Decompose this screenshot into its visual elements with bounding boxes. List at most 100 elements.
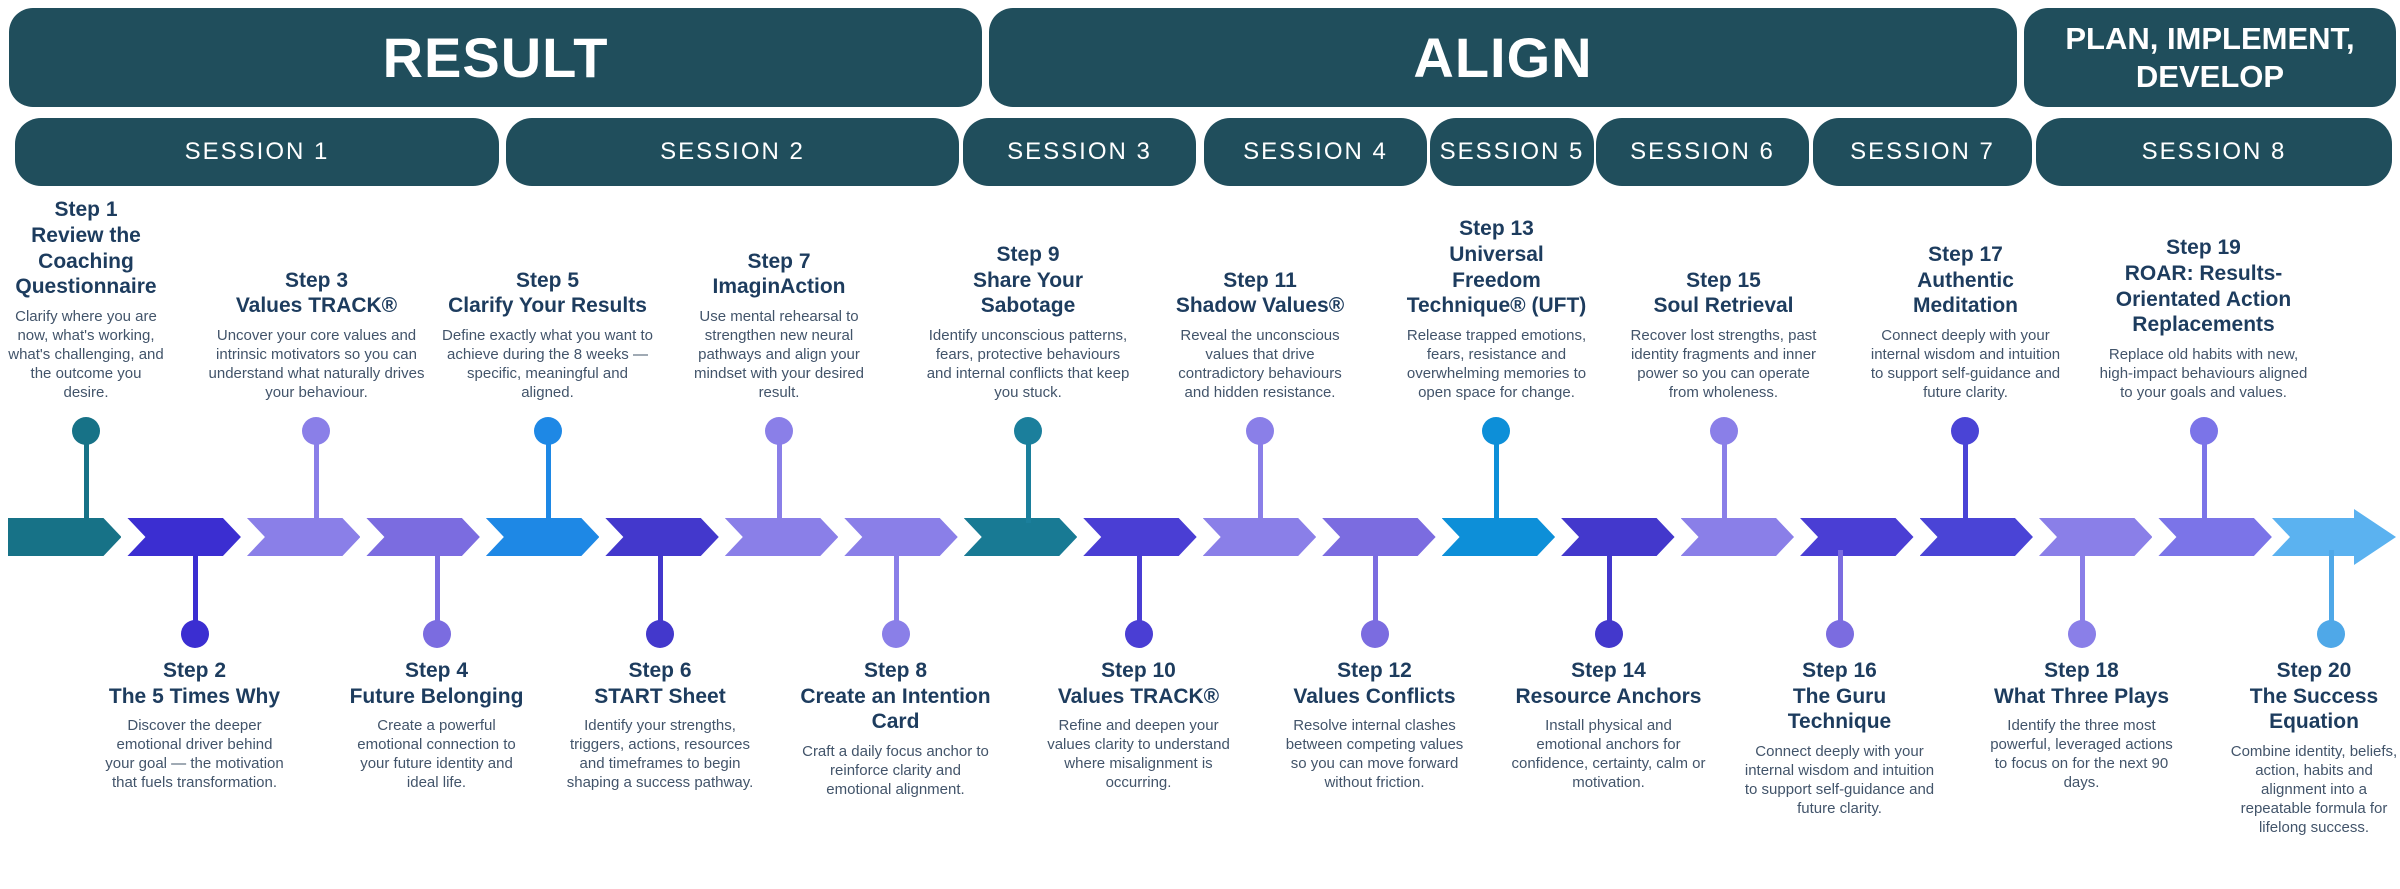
step-5-description: Define exactly what you want to achieve … (442, 326, 653, 401)
step-17-title: Authentic Meditation (1913, 268, 2018, 318)
step-16-marker (1826, 620, 1854, 648)
step-11-title: Shadow Values® (1175, 294, 1345, 318)
timeline-segment (964, 518, 1077, 556)
step-19-description: Replace old habits with new, high-impact… (2099, 345, 2308, 401)
step-15-marker (1710, 417, 1738, 445)
step-20-connector (2329, 550, 2334, 634)
timeline-segment (8, 518, 121, 556)
step-19: Step 19 ROAR: Results-Orientated Action … (2096, 192, 2311, 402)
step-15-title: Soul Retrieval (1653, 294, 1794, 318)
session-6-label: SESSION 6 (1630, 138, 1775, 165)
session-1-label: SESSION 1 (184, 138, 330, 165)
step-20-marker (2317, 620, 2345, 648)
step-9: Step 9 Share Your Sabotage Identify unco… (923, 192, 1133, 402)
step-9-label: Step 9 (996, 242, 1060, 266)
step-10-connector (1137, 550, 1142, 634)
timeline-arrowhead (2272, 509, 2396, 565)
session-4: SESSION 4 (1204, 118, 1427, 186)
step-12-connector (1373, 550, 1378, 634)
session-1: SESSION 1 (15, 118, 499, 186)
step-11-label: Step 11 (1223, 268, 1297, 292)
step-1-description: Clarify where you are now, what's workin… (8, 307, 164, 401)
step-13-title: Universal Freedom Technique® (UFT) (1406, 242, 1587, 318)
step-9-marker (1014, 417, 1042, 445)
step-3-title: Values TRACK® (235, 294, 398, 318)
session-5-label: SESSION 5 (1439, 138, 1585, 165)
step-11: Step 11 Shadow Values® Reveal the uncons… (1165, 192, 1355, 402)
step-17-marker (1951, 417, 1979, 445)
session-7: SESSION 7 (1813, 118, 2032, 186)
step-4-label: Step 4 (404, 659, 469, 682)
step-11-connector (1258, 431, 1263, 523)
step-15-label: Step 15 (1686, 268, 1761, 292)
step-7-title: ImaginAction (712, 275, 846, 299)
step-6-marker (646, 620, 674, 648)
step-7-description: Use mental rehearsal to strengthen new n… (693, 307, 865, 401)
step-9-description: Identify unconscious patterns, fears, pr… (926, 326, 1130, 401)
step-12-label: Step 12 (1337, 659, 1412, 682)
step-5-title: Clarify Your Results (448, 294, 647, 318)
timeline-segment (2039, 518, 2152, 556)
session-5: SESSION 5 (1430, 118, 1594, 186)
session-2: SESSION 2 (506, 118, 959, 186)
step-13-description: Release trapped emotions, fears, resista… (1406, 326, 1587, 401)
step-5: Step 5 Clarify Your Results Define exact… (440, 192, 655, 402)
step-12-description: Resolve internal clashes between competi… (1285, 717, 1464, 792)
step-5-label: Step 5 (515, 268, 580, 292)
step-1-connector (84, 431, 89, 523)
step-13: Step 13 Universal Freedom Technique® (UF… (1404, 192, 1589, 402)
step-17: Step 17 Authentic Meditation Connect dee… (1868, 192, 2063, 402)
session-8: SESSION 8 (2036, 118, 2392, 186)
session-3-label: SESSION 3 (1007, 138, 1152, 165)
step-6-description: Identify your strengths, triggers, actio… (566, 717, 754, 792)
step-14-marker (1595, 620, 1623, 648)
step-12-title: Values Conflicts (1293, 684, 1456, 708)
step-8-connector (894, 550, 899, 634)
step-18-marker (2068, 620, 2096, 648)
step-13-connector (1494, 431, 1499, 523)
step-7: Step 7 ImaginAction Use mental rehearsal… (679, 192, 879, 402)
step-14-description: Install physical and emotional anchors f… (1511, 717, 1706, 792)
step-18-label: Step 18 (2044, 659, 2119, 682)
timeline-segment (1442, 518, 1555, 556)
step-16-connector (1838, 550, 1843, 634)
step-3-connector (314, 431, 319, 523)
step-7-connector (777, 431, 782, 523)
step-10-marker (1125, 620, 1153, 648)
step-4-title: Future Belonging (349, 684, 524, 708)
step-12: Step 12 Values Conflicts Resolve interna… (1282, 658, 1467, 792)
step-14: Step 14 Resource Anchors Install physica… (1511, 658, 1706, 792)
step-2-connector (193, 550, 198, 634)
timeline-segment (247, 518, 360, 556)
step-4-description: Create a powerful emotional connection t… (357, 717, 516, 792)
step-20: Step 20 The Success Equation Combine ide… (2230, 658, 2398, 837)
step-15-description: Recover lost strengths, past identity fr… (1630, 326, 1817, 401)
step-7-marker (765, 417, 793, 445)
timeline-segment (1681, 518, 1794, 556)
step-20-label: Step 20 (2276, 659, 2352, 682)
step-17-connector (1963, 431, 1968, 523)
step-16: Step 16 The Guru Technique Connect deepl… (1742, 658, 1937, 818)
step-8-marker (882, 620, 910, 648)
step-10-label: Step 10 (1101, 659, 1176, 682)
session-7-label: SESSION 7 (1850, 138, 1995, 165)
step-7-label: Step 7 (747, 249, 811, 273)
step-5-connector (546, 431, 551, 523)
step-18: Step 18 What Three Plays Identify the th… (1989, 658, 2174, 792)
step-4-connector (435, 550, 440, 634)
step-8: Step 8 Create an Intention Card Craft a … (798, 658, 993, 799)
step-10-title: Values TRACK® (1057, 684, 1220, 708)
step-3: Step 3 Values TRACK® Uncover your core v… (204, 192, 429, 402)
step-14-title: Resource Anchors (1515, 684, 1702, 708)
step-17-label: Step 17 (1928, 242, 2003, 266)
phase-align: ALIGN (989, 8, 2017, 107)
timeline-band (8, 518, 2272, 556)
step-13-label: Step 13 (1459, 217, 1534, 241)
step-3-marker (302, 417, 330, 445)
timeline-segment (605, 518, 718, 556)
timeline-segment (366, 518, 479, 556)
timeline-segment (1920, 518, 2033, 556)
phase-plan-implement-develop: PLAN, IMPLEMENT, DEVELOP (2024, 8, 2396, 107)
timeline-segment (1083, 518, 1196, 556)
